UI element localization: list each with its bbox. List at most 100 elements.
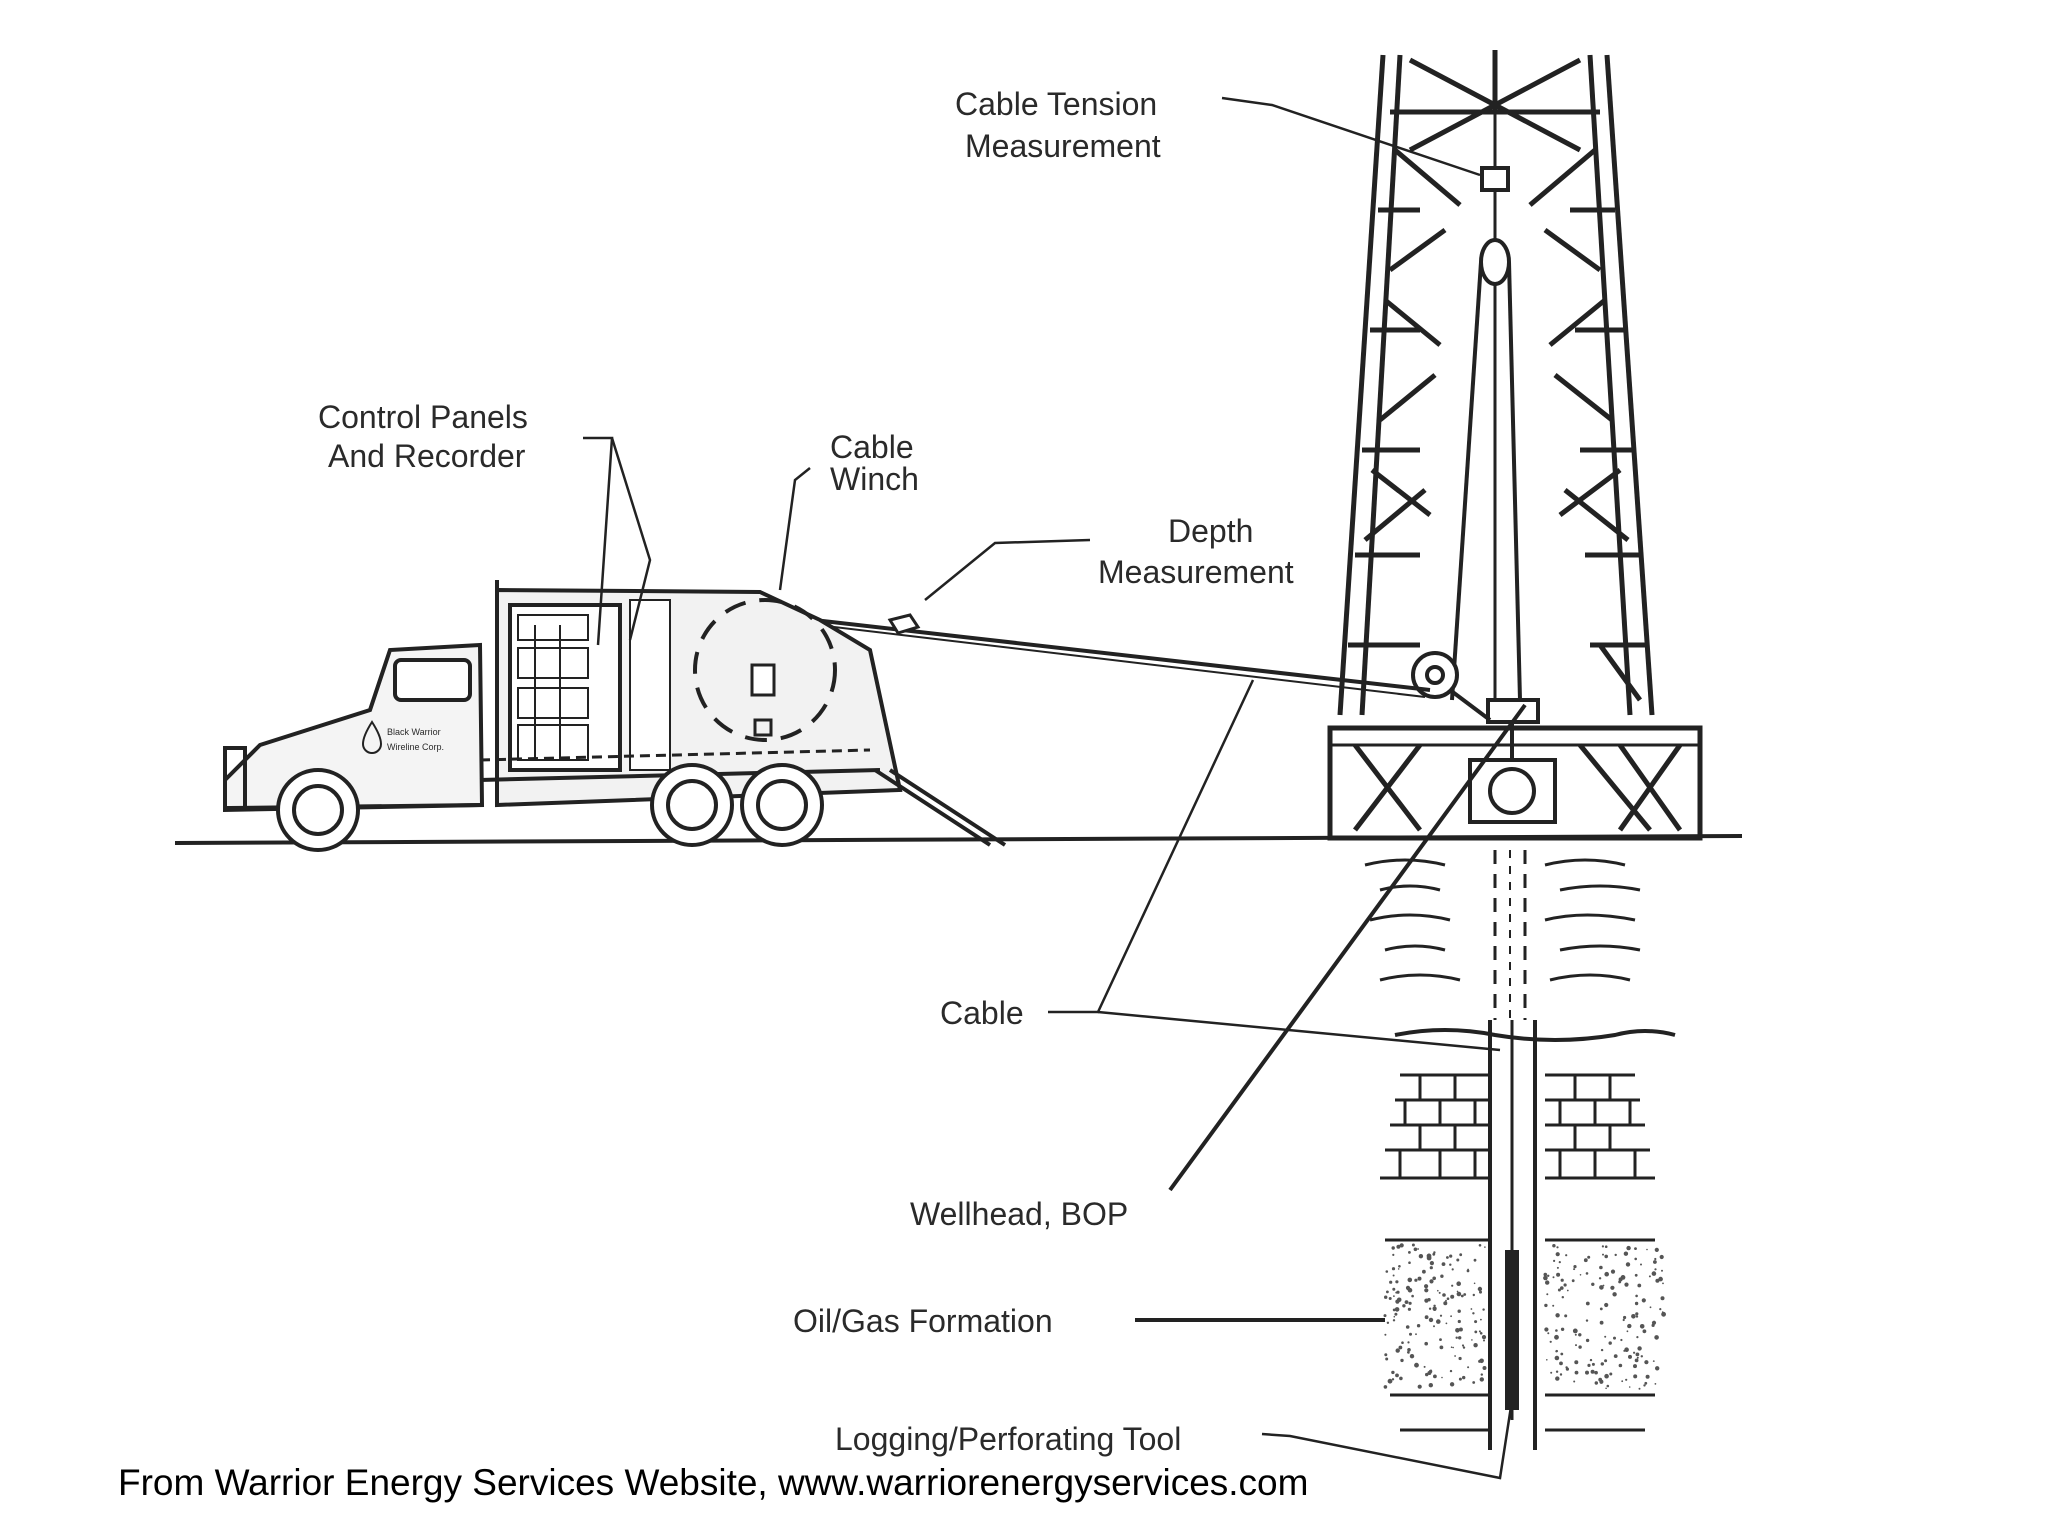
stipple-dot	[1399, 1376, 1403, 1381]
stipple-dot	[1555, 1252, 1560, 1257]
stipple-dot	[1428, 1307, 1432, 1310]
stipple-dot	[1585, 1370, 1589, 1375]
stipple-dot	[1383, 1385, 1388, 1389]
stipple-dot	[1445, 1299, 1447, 1302]
stipple-dot	[1397, 1268, 1400, 1270]
stipple-dot	[1604, 1373, 1609, 1379]
stipple-dot	[1599, 1307, 1603, 1311]
stipple-dot	[1426, 1253, 1432, 1259]
stipple-dot	[1481, 1335, 1487, 1340]
stipple-dot	[1574, 1370, 1579, 1375]
stipple-dot	[1479, 1290, 1482, 1294]
stipple-dot	[1640, 1355, 1644, 1358]
stipple-dot	[1556, 1266, 1559, 1269]
stipple-dot	[1641, 1298, 1646, 1303]
stipple-dot	[1635, 1294, 1638, 1298]
stipple-dot	[1395, 1280, 1399, 1284]
stipple-dot	[1661, 1311, 1664, 1313]
stipple-dot	[1626, 1245, 1631, 1251]
stipple-dot	[1625, 1378, 1628, 1381]
stipple-dot	[1621, 1380, 1624, 1383]
stipple-dot	[1624, 1347, 1629, 1352]
stipple-dot	[1407, 1307, 1411, 1311]
stipple-dot	[1401, 1341, 1404, 1344]
stipple-dot	[1573, 1380, 1576, 1383]
stipple-dot	[1386, 1321, 1390, 1325]
stipple-dot	[1623, 1349, 1626, 1352]
stipple-dot	[1614, 1253, 1617, 1257]
stipple-dot	[1411, 1243, 1415, 1247]
stipple-dot	[1547, 1274, 1550, 1278]
stipple-dot	[1587, 1255, 1591, 1259]
stipple-dot	[1634, 1273, 1638, 1277]
stipple-dot	[1454, 1355, 1456, 1357]
stipple-dot	[1423, 1365, 1426, 1368]
stipple-dot	[1555, 1349, 1559, 1353]
stipple-dot	[1483, 1339, 1485, 1342]
stipple-dot	[1558, 1261, 1561, 1264]
label-depth-measurement-line-2: Measurement	[1098, 554, 1294, 590]
stipple-dot	[1559, 1361, 1563, 1366]
stipple-dot	[1463, 1293, 1467, 1296]
label-oil-gas-formation: Oil/Gas Formation	[793, 1303, 1053, 1339]
stipple-dot	[1544, 1327, 1549, 1332]
stipple-dot	[1608, 1341, 1612, 1345]
stipple-dot	[1441, 1262, 1446, 1266]
stipple-dot	[1547, 1332, 1550, 1335]
stipple-dot	[1443, 1301, 1448, 1306]
stipple-dot	[1545, 1280, 1550, 1285]
stipple-dot	[1450, 1346, 1453, 1348]
stipple-dot	[1555, 1370, 1559, 1373]
stipple-dot	[1594, 1381, 1599, 1385]
stipple-dot	[1552, 1244, 1556, 1248]
truck-logo-line-1: Black Warrior	[387, 727, 441, 737]
stipple-dot	[1661, 1311, 1666, 1317]
stipple-dot	[1466, 1269, 1470, 1273]
stipple-dot	[1560, 1278, 1564, 1282]
stipple-dot	[1429, 1279, 1434, 1284]
stipple-dot	[1549, 1340, 1552, 1343]
stipple-dot	[1440, 1274, 1444, 1278]
stipple-dot	[1409, 1332, 1412, 1336]
stipple-dot	[1393, 1315, 1396, 1318]
stipple-dot	[1635, 1312, 1639, 1316]
stipple-dot	[1458, 1377, 1462, 1381]
stipple-dot	[1407, 1277, 1413, 1283]
stipple-dot	[1585, 1319, 1589, 1322]
stipple-dot	[1661, 1269, 1663, 1272]
stipple-dot	[1407, 1351, 1410, 1354]
stipple-dot	[1389, 1280, 1393, 1284]
stipple-dot	[1407, 1287, 1413, 1293]
stipple-dot	[1456, 1290, 1459, 1293]
stipple-dot	[1642, 1329, 1647, 1334]
stipple-dot	[1407, 1348, 1411, 1352]
stipple-dot	[1478, 1244, 1482, 1247]
stipple-dot	[1474, 1330, 1478, 1334]
label-cable-tension-line-2: Measurement	[965, 128, 1161, 164]
stipple-dot	[1392, 1274, 1395, 1277]
stipple-dot	[1427, 1371, 1432, 1375]
stipple-dot	[1543, 1272, 1548, 1277]
label-logging-tool: Logging/Perforating Tool	[835, 1421, 1181, 1457]
stipple-dot	[1585, 1272, 1589, 1275]
stipple-dot	[1414, 1362, 1419, 1368]
label-control-panels-line-2: And Recorder	[328, 438, 526, 474]
stipple-dot	[1633, 1374, 1638, 1379]
stipple-dot	[1479, 1377, 1485, 1382]
stipple-dot	[1633, 1351, 1636, 1354]
stipple-dot	[1439, 1345, 1444, 1350]
subsurface-layers	[1364, 850, 1676, 1450]
stipple-dot	[1556, 1246, 1559, 1249]
stipple-dot	[1560, 1352, 1564, 1356]
travelling-block	[1450, 112, 1522, 720]
stipple-dot	[1594, 1370, 1598, 1375]
stipple-dot	[1424, 1284, 1429, 1289]
stipple-dot	[1472, 1312, 1475, 1315]
stipple-dot	[1638, 1387, 1641, 1390]
stipple-dot	[1627, 1324, 1631, 1329]
stipple-dot	[1604, 1302, 1609, 1308]
stipple-dot	[1470, 1308, 1473, 1310]
stipple-dot	[1424, 1315, 1429, 1320]
stipple-dot	[1484, 1246, 1486, 1248]
stipple-dot	[1637, 1283, 1642, 1288]
